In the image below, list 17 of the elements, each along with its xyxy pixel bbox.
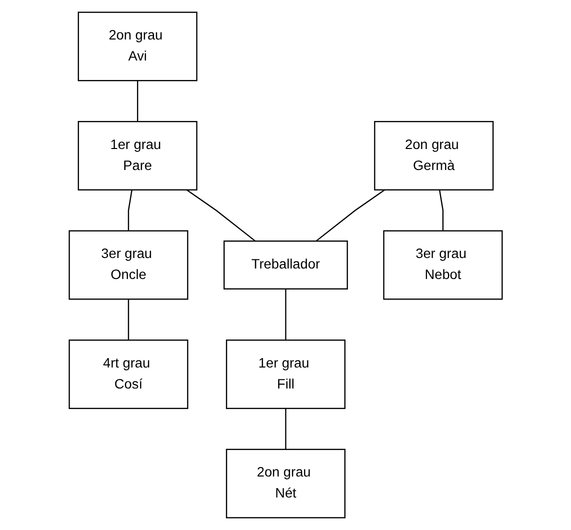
connector [284, 408, 286, 450]
node-box: 4rt grau Cosí [68, 340, 188, 410]
node-box: 2on grau Avi [78, 12, 198, 82]
connector [284, 288, 286, 340]
node-box: 1er grau Pare [78, 120, 198, 190]
node-box: 2on grau Germà [374, 120, 494, 190]
node-box: 2on grau Nét [226, 448, 346, 518]
connector [316, 189, 385, 242]
connector [438, 190, 444, 231]
node-box: Treballador [223, 240, 348, 290]
node-box: 3er grau Nebot [382, 230, 503, 300]
node-box: 1er grau Fill [226, 340, 346, 410]
connector [128, 190, 132, 231]
connector [186, 189, 256, 242]
connector [136, 80, 138, 122]
node-box: 3er grau Oncle [68, 230, 188, 300]
connector [128, 299, 129, 340]
